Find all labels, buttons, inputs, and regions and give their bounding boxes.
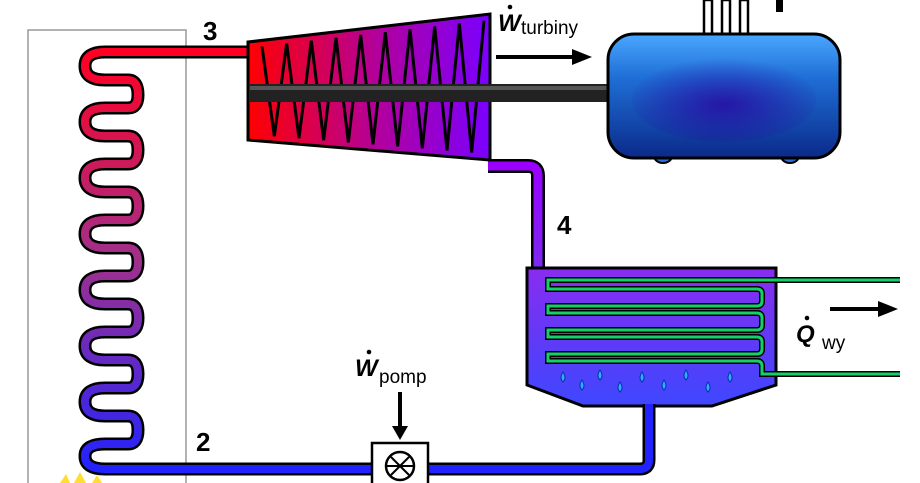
svg-text:pomp: pomp [379,367,427,388]
pump-work-arrow [392,392,408,440]
pipe-turbine-to-condenser [488,159,545,272]
svg-text:turbiny: turbiny [521,18,579,39]
state-label-2: 2 [196,427,210,457]
water-drop [560,371,566,383]
water-drop [639,371,645,383]
turbine [246,12,614,162]
water-drop [617,381,623,393]
boiler-coil [78,45,380,476]
water-drop [661,379,667,391]
svg-text:W: W [498,10,523,37]
water-drop [579,379,585,391]
pump-work-label: W pomp [355,349,427,388]
condensate-drops [560,369,733,393]
boiler-frame [27,29,187,483]
water-drop [597,369,603,381]
svg-text:Q: Q [796,321,815,348]
water-drop [683,369,689,381]
condenser-coil [545,277,900,377]
pump [370,441,430,483]
condenser [525,266,900,408]
heat-out-label: Q wy [796,315,846,354]
water-drop [705,381,711,393]
state-label-3: 3 [203,16,217,46]
water-drop [727,371,733,383]
turbine-work-label: W turbiny [498,4,579,39]
svg-text:wy: wy [821,333,846,354]
heat-out-arrow [830,301,898,317]
svg-text:W: W [355,355,380,382]
state-label-4: 4 [557,210,572,240]
pipe-condenser-to-pump [426,404,656,476]
generator [606,0,842,164]
turbine-work-arrow [496,49,592,65]
flame-icon [60,472,102,483]
